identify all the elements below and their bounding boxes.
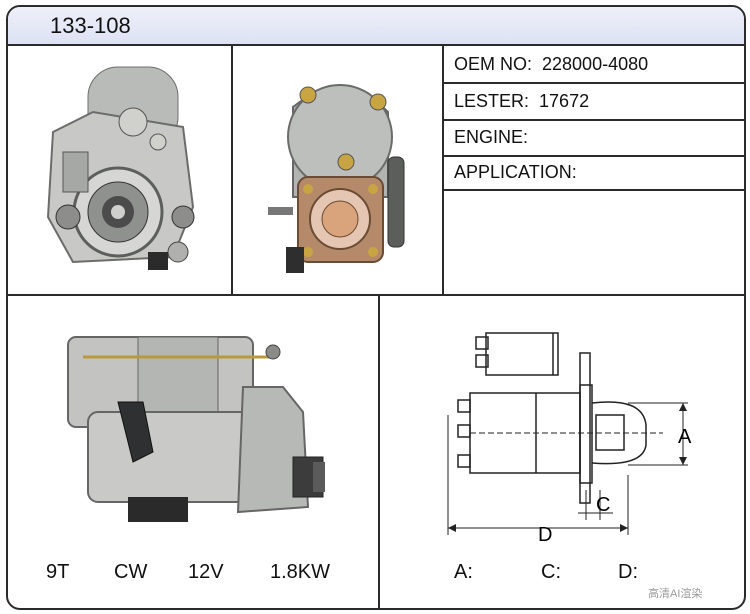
power-spec: 1.8KW [270,561,331,583]
part-number: 133-108 [50,13,131,38]
divider-v2 [442,45,444,295]
rotation-spec: CW [114,561,148,583]
dimension-drawing: A C D [447,332,692,545]
application-label: APPLICATION: [454,162,577,182]
header-bar: 133-108 [8,7,744,46]
spec-divider-1 [442,82,744,84]
starter-side-view-image [67,336,325,522]
engine-row: ENGINE: [454,127,528,148]
starter-rear-view-image [268,84,405,273]
dim-a-label: A: [454,561,473,583]
lester-label: LESTER: [454,91,530,111]
engine-label: ENGINE: [454,127,529,147]
oem-label: OEM NO: [454,54,533,74]
spec-divider-3 [442,155,744,157]
teeth-spec: 9T [46,561,70,583]
divider-v1 [231,45,233,295]
divider-h-mid [8,294,744,296]
dim-a-letter: A [678,426,692,448]
dim-d-label: D: [618,561,638,583]
divider-v3 [378,295,380,608]
dim-c-label: C: [541,561,561,583]
application-row: APPLICATION: [454,162,577,183]
lester-value: 17672 [539,91,590,111]
dim-d-letter: D [538,524,552,545]
spec-divider-2 [442,119,744,121]
starter-front-view-image [46,66,195,270]
voltage-spec: 12V [188,561,224,583]
spec-divider-4 [442,189,744,191]
dim-c-letter: C [596,494,610,516]
lester-row: LESTER: 17672 [454,91,589,112]
watermark: 高清AI渲染 [648,588,703,600]
oem-row: OEM NO: 228000-4080 [454,54,648,75]
oem-value: 228000-4080 [542,54,649,74]
product-card: 133-108 [6,5,746,610]
